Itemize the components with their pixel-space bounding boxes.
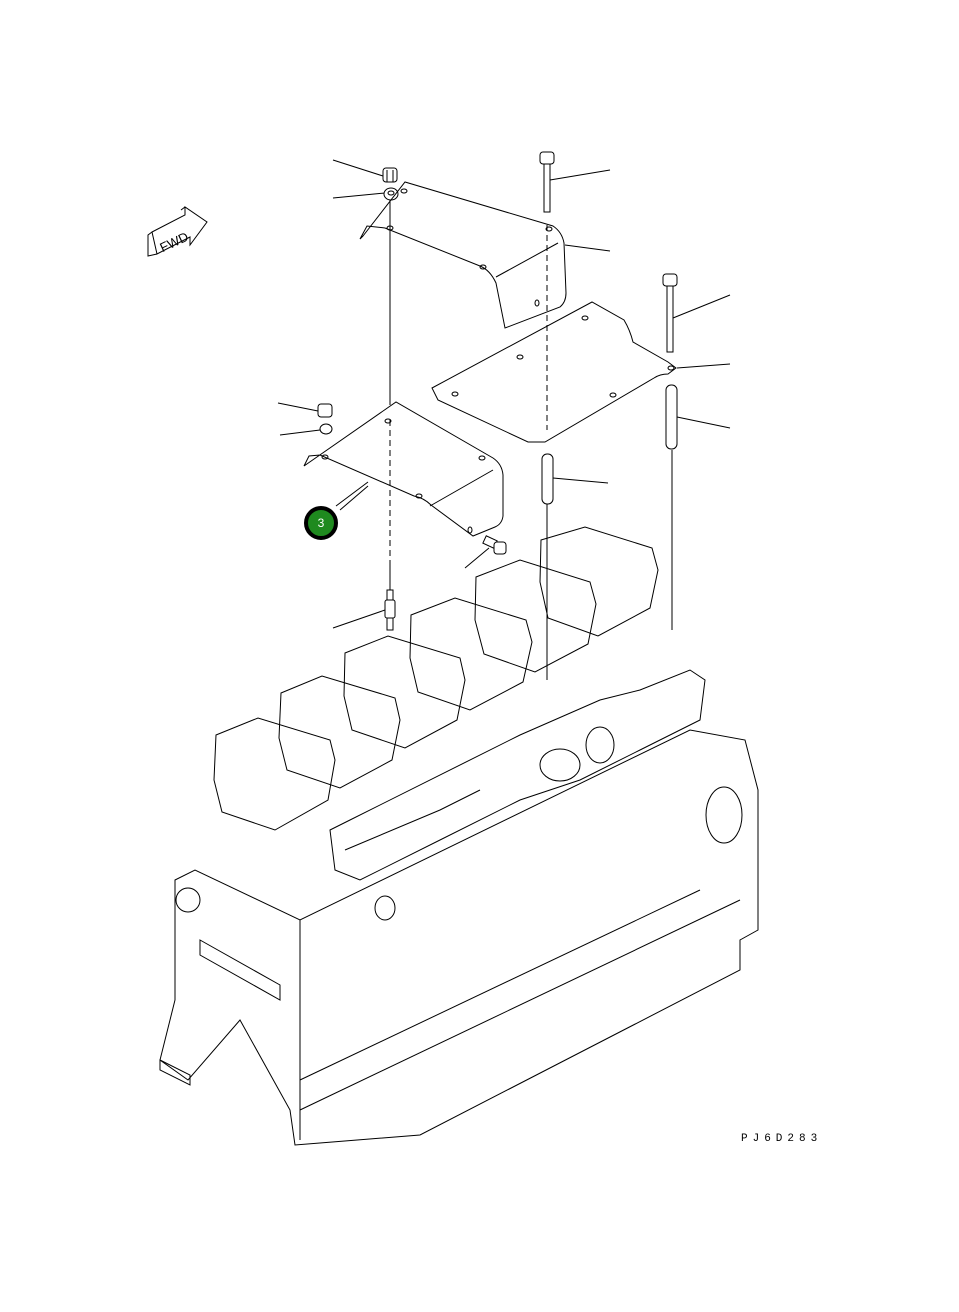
washer-icon bbox=[332, 187, 399, 201]
forward-arrow-icon: FWD bbox=[147, 206, 208, 257]
cylinder-block bbox=[159, 729, 759, 1146]
upper-heat-shield-rear bbox=[431, 301, 731, 443]
spacer-tube-right-icon bbox=[665, 384, 731, 630]
exhaust-manifold bbox=[329, 669, 706, 881]
flange-nut-lower-icon bbox=[277, 402, 333, 418]
cylinder-head-covers bbox=[213, 526, 659, 831]
bolt-icon bbox=[464, 535, 507, 569]
flange-nut-icon bbox=[332, 159, 398, 183]
upper-heat-shield-front bbox=[359, 181, 611, 329]
lower-heat-shield bbox=[303, 401, 504, 537]
svg-text:FWD: FWD bbox=[157, 229, 190, 255]
drawing-id: PJ6D283 bbox=[741, 1133, 823, 1145]
stud-icon bbox=[332, 589, 396, 631]
spacer-tube-middle-icon bbox=[541, 453, 609, 680]
long-bolt-icon bbox=[539, 151, 611, 430]
callout-badge-3[interactable]: 3 bbox=[304, 506, 338, 540]
long-bolt-right-icon bbox=[662, 273, 731, 353]
callout-number: 3 bbox=[317, 516, 325, 530]
washer-lower-icon bbox=[279, 423, 333, 436]
callout-leader bbox=[339, 485, 369, 511]
